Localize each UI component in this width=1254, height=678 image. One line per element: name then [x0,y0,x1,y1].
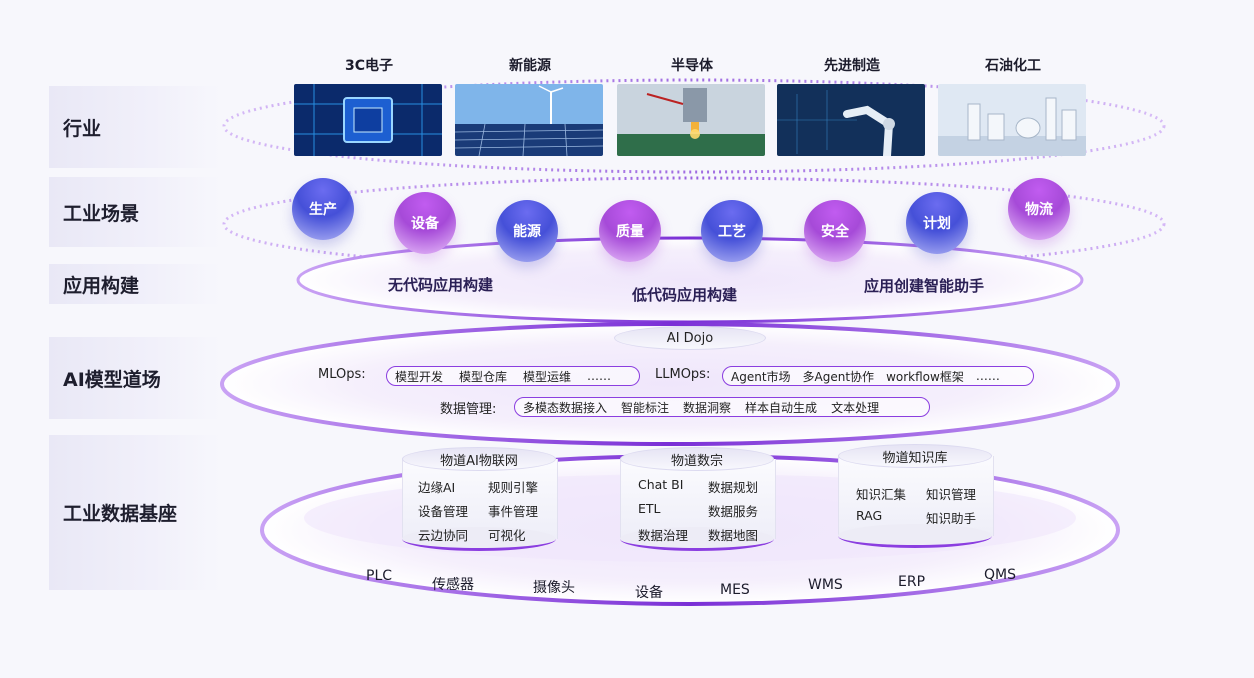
scenario-orb-equipment: 设备 [394,192,456,254]
platform-knowledge-title: 物道知识库 [838,444,992,468]
source-camera: 摄像头 [533,580,575,596]
platform-item: 数据规划 [708,480,759,495]
layer-label-data-base: 工业数据基座 [49,435,221,590]
platform-item: 数据治理 [638,528,689,543]
mlops-item: 模型开发 [395,369,444,384]
layer-label-scenario: 工业场景 [49,177,221,247]
platform-item: 云边协同 [418,528,469,543]
source-erp: ERP [898,574,926,590]
ai-dojo-title: AI Dojo [614,326,766,350]
source-sensor: 传感器 [432,577,474,593]
robot-arm-image [777,84,925,156]
platform-item: 数据地图 [708,528,759,543]
mlops-item: …… [587,369,612,383]
platform-data: 物道数宗 Chat BI 数据规划 ETL 数据服务 数据治理 数据地图 [620,447,776,551]
scenario-orb-planning: 计划 [906,192,968,254]
llmops-item: 多Agent协作 [802,369,875,384]
llmops-item: …… [975,369,1000,383]
industry-title-manufacturing: 先进制造 [824,58,880,74]
mlops-pill: 模型开发 模型仓库 模型运维 …… [386,366,640,386]
scenario-orb-energy: 能源 [496,200,558,262]
platform-item: 知识汇集 [856,487,907,502]
platform-item: 事件管理 [488,504,539,519]
semiconductor-image [617,84,765,156]
scenario-orb-logistics: 物流 [1008,178,1070,240]
data-item: 多模态数据接入 [523,400,608,415]
source-plc: PLC [366,568,393,584]
data-item: 文本处理 [831,400,880,415]
llmops-label: LLMOps: [655,367,711,382]
source-wms: WMS [808,577,843,593]
source-mes: MES [720,582,750,598]
platform-item: ETL [638,501,661,516]
industry-title-semiconductor: 半导体 [671,58,713,74]
layer-label-industry: 行业 [49,86,221,168]
platform-iot-title: 物道AI物联网 [402,447,556,471]
llmops-item: workflow框架 [886,369,964,384]
data-item: 数据洞察 [683,400,732,415]
mlops-item: 模型仓库 [459,369,508,384]
data-item: 样本自动生成 [745,400,818,415]
industry-title-3c: 3C电子 [344,58,393,74]
platform-data-title: 物道数宗 [620,447,774,471]
platform-item: 可视化 [488,528,526,543]
platform-item: 数据服务 [708,504,759,519]
platform-item: 设备管理 [418,504,469,519]
app-assistant: 应用创建智能助手 [864,277,985,295]
app-nocode: 无代码应用构建 [388,276,494,294]
llmops-item: Agent市场 [731,369,791,384]
mlops-label: MLOps: [318,367,366,382]
platform-item: 边缘AI [418,480,456,495]
industry-title-petrochemical: 石油化工 [985,58,1041,74]
layer-label-app: 应用构建 [49,264,221,304]
platform-item: RAG [856,508,883,523]
chip-image [294,84,442,156]
platform-item: 规则引擎 [488,480,539,495]
data-management-pill: 多模态数据接入 智能标注 数据洞察 样本自动生成 文本处理 [514,397,930,417]
platform-item: Chat BI [638,477,684,492]
scenario-orb-safety: 安全 [804,200,866,262]
data-management-label: 数据管理: [440,402,497,417]
platform-iot: 物道AI物联网 边缘AI 规则引擎 设备管理 事件管理 云边协同 可视化 [402,447,558,551]
source-qms: QMS [984,567,1016,583]
platform-item: 知识管理 [926,487,977,502]
scenario-orb-process: 工艺 [701,200,763,262]
data-item: 智能标注 [621,400,670,415]
mlops-item: 模型运维 [523,369,572,384]
scenario-orb-production: 生产 [292,178,354,240]
llmops-pill: Agent市场 多Agent协作 workflow框架 …… [722,366,1034,386]
scenario-orb-quality: 质量 [599,200,661,262]
source-device: 设备 [635,585,663,601]
solar-wind-image [455,84,603,156]
layer-label-ai-dojo: AI模型道场 [49,337,221,419]
platform-item: 知识助手 [926,511,977,526]
industry-title-new-energy: 新能源 [509,58,551,74]
app-lowcode: 低代码应用构建 [632,286,738,304]
platform-knowledge: 物道知识库 知识汇集 知识管理 RAG 知识助手 [838,444,994,548]
refinery-image [938,84,1086,156]
